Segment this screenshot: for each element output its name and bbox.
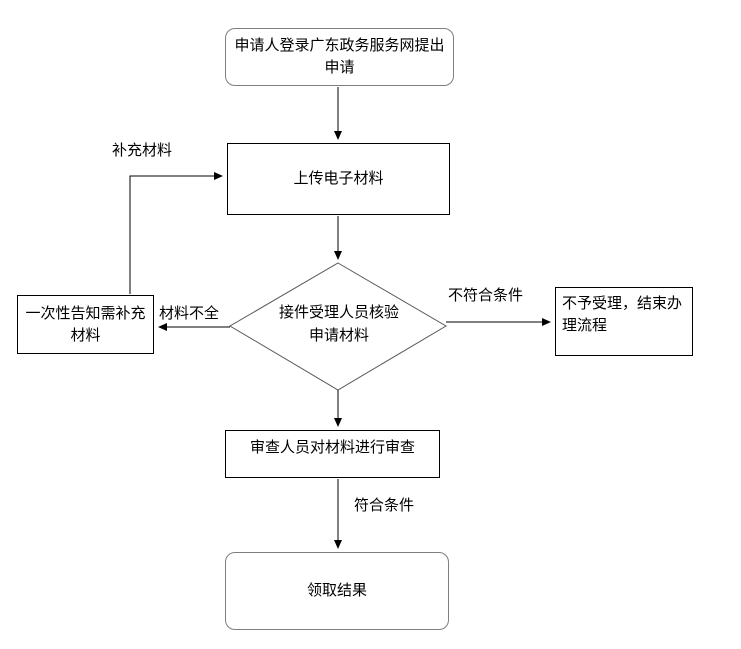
edge-label-materials-incomplete: 材料不全 [159,305,220,323]
result-node: 领取结果 [225,552,449,630]
edge-label-not-qualified: 不符合条件 [448,287,524,305]
edge-label-qualified: 符合条件 [354,497,415,515]
review-node: 审查人员对材料进行审查 [225,430,440,478]
start-node: 申请人登录广东政务服务网提出申请 [225,28,454,86]
decision-node-label: 接件受理人员核验申请材料 [278,304,399,344]
edge-supplement-upload [129,172,223,294]
upload-node: 上传电子材料 [227,143,450,215]
reject-node: 不予受理，结束办理流程 [555,287,693,356]
edge-label-supplement-materials: 补充材料 [112,142,173,160]
supplement-node: 一次性告知需补充材料 [17,295,154,354]
